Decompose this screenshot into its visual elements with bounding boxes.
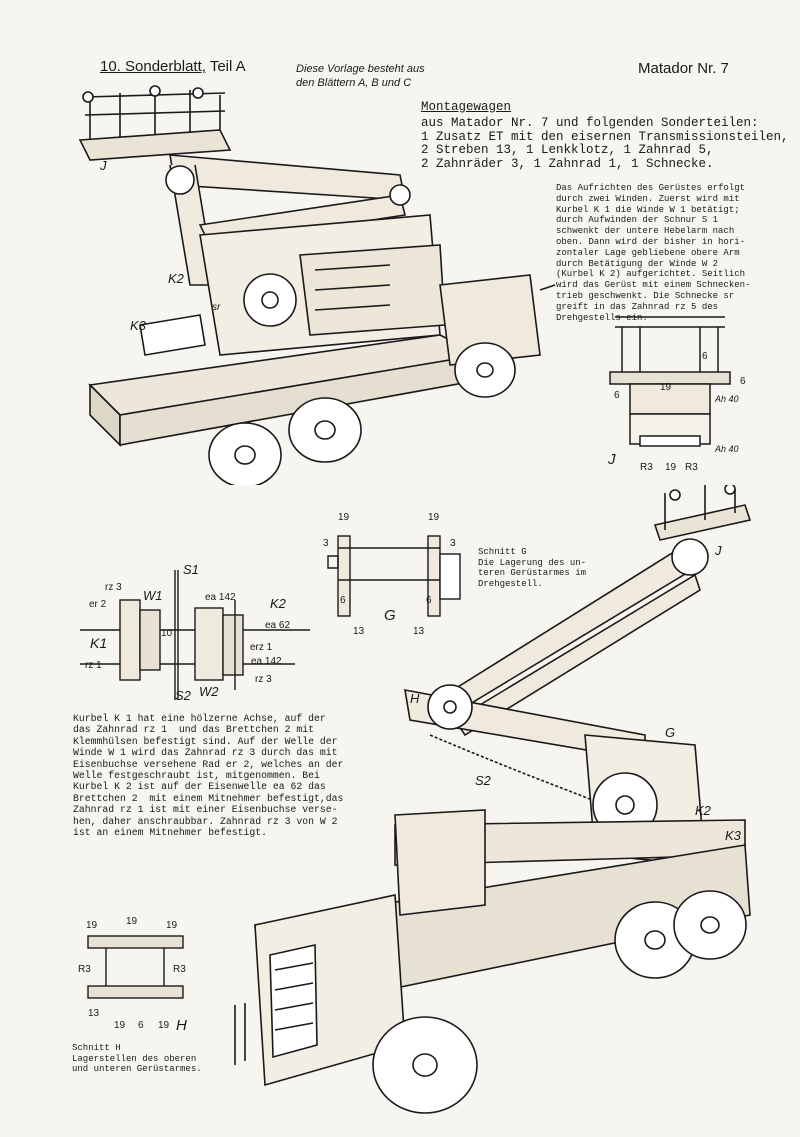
label-S1: S1 bbox=[183, 562, 199, 577]
basket bbox=[78, 85, 232, 161]
label-R3-H-b: R3 bbox=[173, 964, 186, 975]
bottom-truck-illustration: J G H S2 K2 K3 bbox=[234, 485, 752, 1114]
upper-arm bbox=[169, 154, 406, 201]
schnitt-h-detail: 19 19 19 R3 R3 13 19 6 19 H bbox=[78, 916, 187, 1034]
label-13-G-a: 13 bbox=[353, 626, 365, 637]
label-H-bottom: H bbox=[410, 691, 420, 706]
label-K2-top: K2 bbox=[168, 271, 185, 286]
label-erz1: erz 1 bbox=[250, 642, 273, 653]
label-W1: W1 bbox=[143, 588, 163, 603]
label-ea142-b: ea 142 bbox=[251, 656, 282, 667]
schnitt-g-caption: Schnitt G Die Lagerung des un- teren Ger… bbox=[478, 547, 587, 589]
label-G-detail: G bbox=[384, 607, 396, 624]
label-Ah40-b: Ah 40 bbox=[714, 444, 739, 454]
label-6-H: 6 bbox=[138, 1020, 144, 1031]
label-G-bottom: G bbox=[665, 725, 675, 740]
label-3-G-b: 3 bbox=[450, 538, 456, 549]
label-6-c: 6 bbox=[614, 390, 620, 401]
schnitt-g-detail: 19 19 3 3 6 6 13 13 G bbox=[323, 512, 461, 637]
label-Ah40-a: Ah 40 bbox=[714, 394, 739, 404]
label-R3-H-a: R3 bbox=[78, 964, 91, 975]
label-R3-b: R3 bbox=[685, 462, 698, 473]
wheel bbox=[288, 397, 362, 463]
label-K1: K1 bbox=[90, 635, 107, 651]
label-10: 10 bbox=[161, 628, 173, 639]
label-rz3: rz 3 bbox=[105, 582, 122, 593]
label-13-G-b: 13 bbox=[413, 626, 425, 637]
basket-bottom bbox=[653, 485, 752, 541]
label-6-G-a: 6 bbox=[340, 595, 346, 606]
brand-title: Matador Nr. 7 bbox=[638, 60, 729, 77]
label-H-detail: H bbox=[176, 1017, 187, 1034]
label-19-H-c: 19 bbox=[166, 920, 178, 931]
label-J-bottom: J bbox=[714, 543, 722, 558]
label-er2: er 2 bbox=[89, 599, 107, 610]
sheet-number: 10. Sonderblatt, bbox=[100, 58, 206, 75]
label-J-detail: J bbox=[607, 451, 616, 468]
label-19-b: 19 bbox=[665, 462, 677, 473]
wheel-bottom bbox=[673, 890, 747, 960]
top-truck-illustration: J K2 K3 sr bbox=[78, 85, 556, 485]
label-13-H: 13 bbox=[88, 1008, 100, 1019]
intro-title: Montagewagen bbox=[421, 100, 512, 114]
sheet-part: Teil A bbox=[205, 58, 246, 75]
label-6-b: 6 bbox=[740, 376, 746, 387]
label-rz1: rz 1 bbox=[85, 660, 102, 671]
label-rz3-b: rz 3 bbox=[255, 674, 272, 685]
sheet-note-line2: den Blättern A, B und C bbox=[296, 77, 412, 89]
wheel bbox=[208, 422, 282, 485]
label-K3-top: K3 bbox=[130, 318, 147, 333]
gear-wheel bbox=[243, 273, 297, 327]
label-19-J: 19 bbox=[660, 382, 672, 393]
label-6-G-b: 6 bbox=[426, 595, 432, 606]
label-S2-bottom: S2 bbox=[475, 773, 492, 788]
winch-detail: rz 3 er 2 W1 S1 ea 142 K2 ea 62 K1 10 er… bbox=[80, 562, 310, 703]
sheet-title: 10. Sonderblatt, Teil A bbox=[100, 58, 246, 75]
label-19-H-a: 19 bbox=[86, 920, 98, 931]
label-K2-bottom: K2 bbox=[695, 803, 712, 818]
label-W2: W2 bbox=[199, 684, 219, 699]
label-K3-bottom: K3 bbox=[725, 828, 742, 843]
label-K2-detail: K2 bbox=[270, 596, 287, 611]
label-6-a: 6 bbox=[702, 351, 708, 362]
upper-arm-bottom bbox=[443, 543, 702, 712]
sheet-note: Diese Vorlage besteht aus den Blättern A… bbox=[296, 62, 425, 90]
label-S2: S2 bbox=[175, 688, 192, 703]
label-3-G-a: 3 bbox=[323, 538, 329, 549]
parts-list: aus Matador Nr. 7 und folgenden Sonderte… bbox=[421, 116, 789, 171]
label-ea142: ea 142 bbox=[205, 592, 236, 603]
label-19-G-b: 19 bbox=[428, 512, 440, 523]
sheet-note-line1: Diese Vorlage besteht aus bbox=[296, 63, 425, 75]
kurbel-text: Kurbel K 1 hat eine hölzerne Achse, auf … bbox=[73, 713, 344, 839]
schnitt-h-caption: Schnitt H Lagerstellen des oberen und un… bbox=[72, 1043, 202, 1075]
label-19-H-e: 19 bbox=[158, 1020, 170, 1031]
label-J-top: J bbox=[99, 158, 107, 173]
wheel bbox=[454, 342, 516, 398]
label-sr: sr bbox=[212, 302, 221, 313]
label-R3-a: R3 bbox=[640, 462, 653, 473]
label-ea62: ea 62 bbox=[265, 620, 290, 631]
detail-J: 6 6 6 19 Ah 40 Ah 40 R3 19 R3 J bbox=[607, 316, 746, 473]
label-19-G-a: 19 bbox=[338, 512, 350, 523]
description-text: Das Aufrichten des Gerüstes erfolgt durc… bbox=[556, 183, 751, 323]
label-19-H-b: 19 bbox=[126, 916, 138, 927]
label-19-H-d: 19 bbox=[114, 1020, 126, 1031]
wheel-bottom bbox=[372, 1016, 478, 1114]
